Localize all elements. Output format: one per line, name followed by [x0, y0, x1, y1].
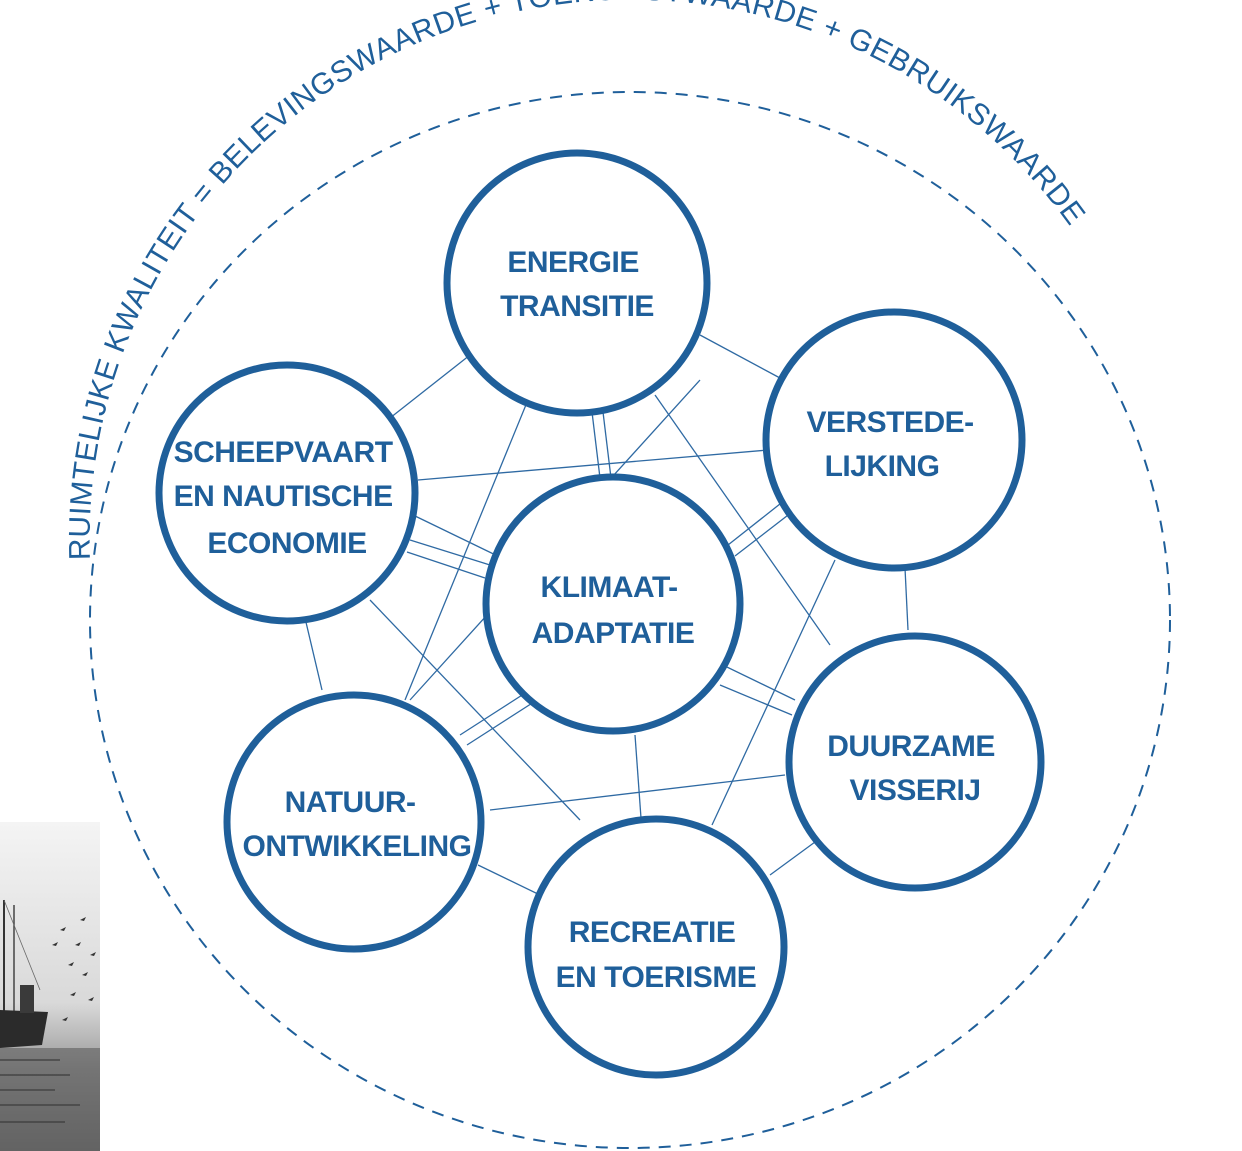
node-visserij: DUURZAME VISSERIJ: [785, 632, 1045, 892]
node-natuur: NATUUR- ONTWIKKELING: [223, 691, 485, 953]
svg-text:ENERGIE TRANSITIE: ENERGIE TRANSITIE: [500, 246, 654, 323]
node-recreatie: RECREATIE EN TOERISME: [524, 815, 788, 1079]
node-klimaat: KLIMAAT- ADAPTATIE: [482, 473, 744, 735]
svg-text:VERSTEDE- LIJKING: VERSTEDE- LIJKING: [806, 406, 981, 483]
svg-text:SCHEEPVAART EN NAUTISCHE: SCHEEPVAART EN NAUTISCHE ECONOMIE: [174, 436, 401, 560]
svg-text:RECREATIE EN TOERISME: RECREATIE EN TOERISME: [556, 916, 757, 994]
outer-ring: [89, 91, 1171, 1149]
connections: [304, 334, 909, 896]
node-energie: ENERGIE TRANSITIE: [443, 149, 711, 417]
node-scheepvaart: SCHEEPVAART EN NAUTISCHE ECONOMIE: [155, 361, 419, 625]
fishing-boat-photo: [0, 822, 100, 1151]
svg-text:NATUUR- ONTWIKKELING: NATUUR- ONTWIKKELING: [243, 786, 472, 863]
svg-text:KLIMAAT- ADAPTATIE: KLIMAAT- ADAPTATIE: [532, 571, 695, 650]
node-verstedelijking: VERSTEDE- LIJKING: [762, 308, 1026, 572]
svg-text:DUURZAME VISSERIJ: DUURZAME VISSERIJ: [827, 730, 1003, 807]
